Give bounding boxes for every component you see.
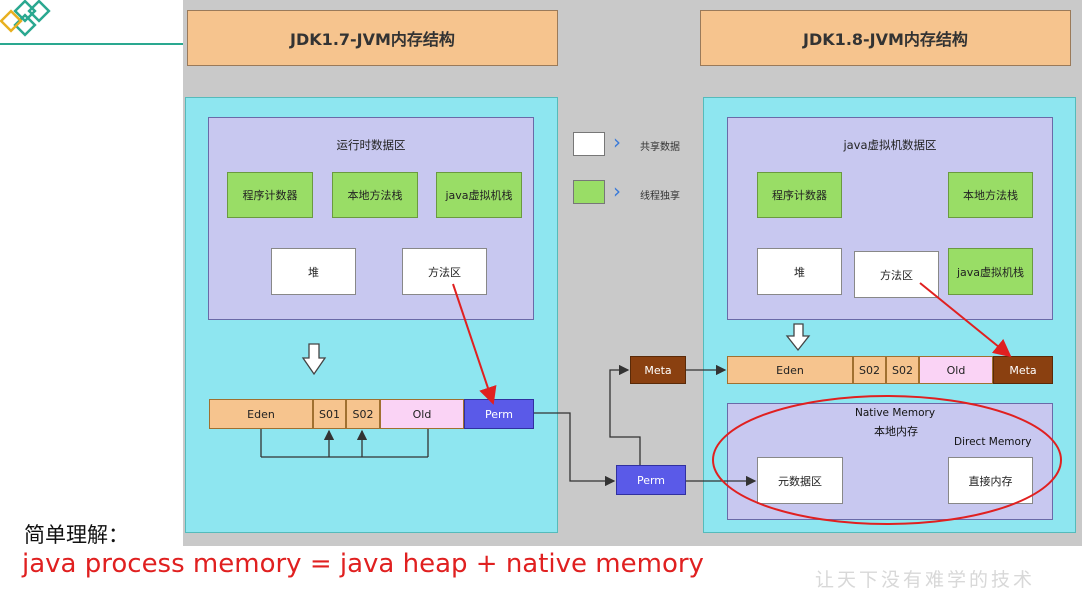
jdk18-pc-counter: 程序计数器 xyxy=(757,172,842,218)
jdk17-java-stack: java虚拟机栈 xyxy=(436,172,522,218)
jdk17-pc-counter: 程序计数器 xyxy=(227,172,313,218)
jdk18-eden: Eden xyxy=(727,356,853,384)
jdk17-native-stack: 本地方法栈 xyxy=(332,172,418,218)
jdk18-meta: Meta xyxy=(993,356,1053,384)
native-memory-en-label: Native Memory xyxy=(855,407,936,419)
jdk17-runtime-label: 运行时数据区 xyxy=(336,138,406,152)
jdk18-direct-memory: 直接内存 xyxy=(948,457,1033,504)
middle-meta: Meta xyxy=(630,356,686,384)
caption-formula: java process memory = java heap + native… xyxy=(22,549,704,579)
direct-memory-en-label: Direct Memory xyxy=(954,436,1032,448)
legend-shared-swatch xyxy=(573,132,605,156)
jdk18-method-area: 方法区 xyxy=(854,251,939,298)
jdk18-title: JDK1.8-JVM内存结构 xyxy=(700,10,1071,66)
middle-perm: Perm xyxy=(616,465,686,495)
jdk17-method-area: 方法区 xyxy=(402,248,487,295)
logo-icon xyxy=(0,0,183,45)
legend-shared-label: 共享数据 xyxy=(640,142,680,153)
jdk17-eden: Eden xyxy=(209,399,313,429)
chevron-right-icon: › xyxy=(613,179,621,203)
jdk17-heap: 堆 xyxy=(271,248,356,295)
jdk18-s02b: S02 xyxy=(886,356,919,384)
legend-thread-label: 线程独享 xyxy=(640,191,680,202)
jdk18-java-stack: java虚拟机栈 xyxy=(948,248,1033,295)
jdk18-heap: 堆 xyxy=(757,248,842,295)
down-arrow-icon xyxy=(785,323,811,352)
jdk17-title: JDK1.7-JVM内存结构 xyxy=(187,10,558,66)
jdk18-s02a: S02 xyxy=(853,356,886,384)
caption-heading: 简单理解： xyxy=(24,523,129,547)
down-arrow-icon xyxy=(301,343,327,376)
legend-thread-swatch xyxy=(573,180,605,204)
jdk17-old: Old xyxy=(380,399,464,429)
jdk18-runtime-label: java虚拟机数据区 xyxy=(843,138,937,152)
native-memory-cn-label: 本地内存 xyxy=(874,425,918,438)
jdk17-s01: S01 xyxy=(313,399,346,429)
jdk18-metadata-area: 元数据区 xyxy=(757,457,843,504)
jdk18-native-stack: 本地方法栈 xyxy=(948,172,1033,218)
jdk18-old: Old xyxy=(919,356,993,384)
jdk17-perm: Perm xyxy=(464,399,534,429)
watermark: 让天下没有难学的技术 xyxy=(815,569,1036,591)
chevron-right-icon: › xyxy=(613,130,621,154)
jdk17-s02: S02 xyxy=(346,399,380,429)
